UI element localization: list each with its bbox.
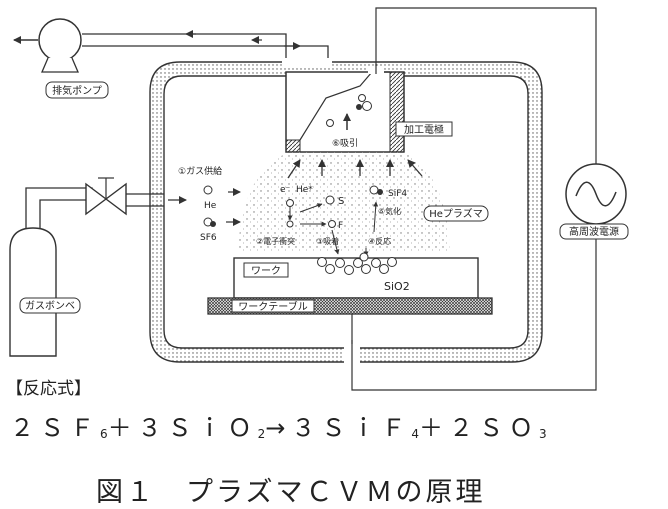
reaction-equation: ２ＳＦ6＋３ＳｉＯ2→３ＳｉＦ4＋２ＳＯ3	[10, 414, 547, 442]
work-label: ワーク	[251, 265, 281, 277]
vaporization-label: ⑤気化	[378, 206, 401, 216]
sio2-label: SiO2	[384, 280, 410, 293]
gas-cylinder-label: ガスボンベ	[25, 300, 75, 312]
sif4-label: SiF4	[388, 189, 407, 199]
he-excited-label: He*	[296, 185, 313, 195]
gas-supply-label: ①ガス供給	[178, 165, 222, 177]
fluorine-label: F	[338, 221, 343, 231]
he-species-label: He	[204, 201, 217, 211]
work-piece: ワーク SiO2	[233, 252, 479, 299]
reaction-species-group: e⁻ He* S F ②電子衝突 ③吸着 SiF4 ⑤気化 ④反応	[256, 185, 407, 257]
sulfur-label: S	[338, 196, 344, 207]
vacuum-chamber	[149, 61, 543, 363]
exhaust-pump-label: 排気ポンプ	[52, 84, 102, 97]
figure-caption: 図１ プラズマＣＶＭの原理	[96, 477, 486, 508]
rf-power-label: 高周波電源	[569, 225, 619, 238]
suction-label: ⑥吸引	[332, 138, 358, 149]
flow-to-electrode-arrows	[287, 159, 423, 179]
exhaust-pump-icon	[38, 18, 82, 62]
adsorption-label: ③吸着	[316, 236, 339, 246]
work-table-label: ワークテーブル	[238, 300, 307, 313]
exhaust-pump-assembly: 排気ポンプ	[13, 18, 332, 99]
surface-atoms	[317, 252, 397, 275]
he-plasma-label: Heプラズマ	[429, 207, 482, 220]
reaction-label: ④反応	[368, 236, 391, 246]
processing-electrode: ⑥吸引 加工電極	[285, 71, 453, 153]
gas-supply-line: ガスボンベ	[9, 177, 164, 357]
reaction-title: 【反応式】	[6, 379, 91, 399]
work-table: ワークテーブル	[207, 297, 493, 315]
electron-collision-label: ②電子衝突	[256, 236, 295, 246]
processing-electrode-label: 加工電極	[404, 123, 444, 136]
rf-power-supply: 高周波電源	[344, 7, 629, 391]
gas-supply-group: ①ガス供給 He SF6	[168, 165, 241, 243]
gas-cylinder-icon	[9, 227, 57, 357]
sf6-species-label: SF6	[200, 233, 217, 243]
electron-label: e⁻	[280, 185, 291, 195]
